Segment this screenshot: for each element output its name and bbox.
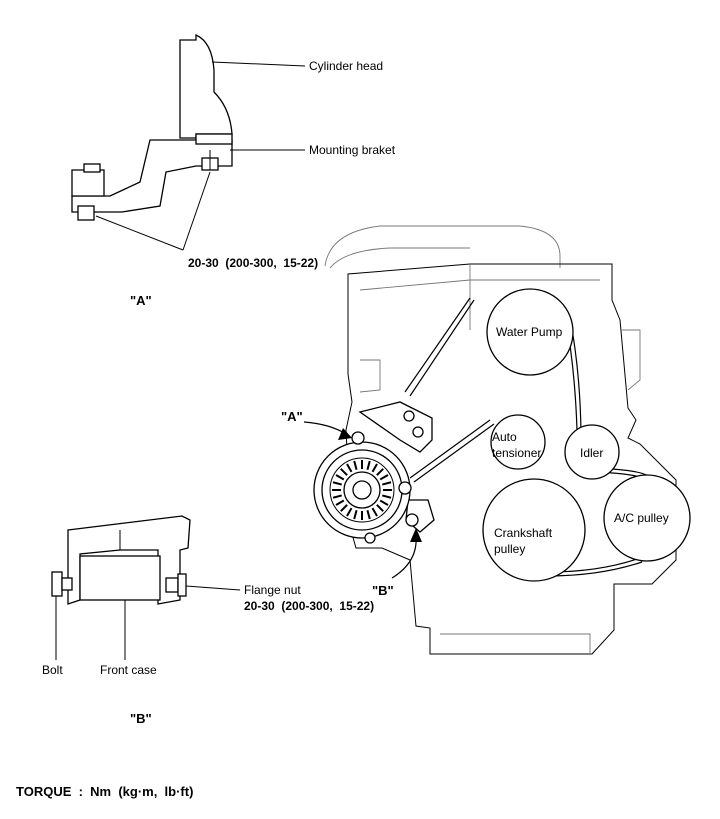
water-pump-pulley: [486, 288, 574, 376]
vent-slot: [379, 499, 389, 506]
vent-slot: [335, 474, 345, 481]
vent-slot: [371, 463, 378, 473]
vent-slot: [382, 481, 392, 486]
crankshaft-pulley: [482, 478, 586, 582]
crankshaft-pulley-label-line2: pulley: [494, 542, 525, 556]
vent-slot: [376, 504, 384, 512]
crankshaft-pulley-label-line1: Crankshaft: [494, 526, 553, 540]
vent-slot: [376, 468, 384, 476]
view-a-arrow: [303, 421, 347, 435]
view-a-title: "A": [130, 293, 152, 308]
auto-tensioner-label-line2: tensioner: [492, 446, 541, 460]
view-b-arrowhead: [410, 528, 422, 542]
vent-slot: [353, 510, 358, 520]
vent-slot: [366, 460, 371, 470]
ac-pulley: [603, 474, 691, 562]
detail-a-drawing: [71, 34, 306, 251]
torque-units-note: TORQUE : Nm (kg·m, lb·ft): [16, 784, 193, 799]
vent-slot: [371, 507, 378, 517]
vent-slot: [366, 510, 371, 520]
torque-spec-a: 20-30 (200-300, 15-22): [188, 256, 318, 270]
water-pump-label: Water Pump: [496, 325, 563, 339]
vent-slot: [346, 463, 353, 473]
idler-label: Idler: [580, 446, 603, 460]
ac-pulley-label: A/C pulley: [614, 511, 669, 525]
cylinder-head-label: Cylinder head: [309, 59, 383, 73]
detail-b-drawing: [51, 515, 241, 660]
alternator-vent-slots: [332, 460, 392, 520]
view-b-title: "B": [130, 711, 152, 726]
view-a-arrowhead: [338, 428, 352, 440]
vent-slot: [382, 494, 392, 499]
flange-nut-label: Flange nut: [244, 583, 301, 597]
drive-belt: [404, 297, 649, 577]
front-case-label: Front case: [100, 663, 157, 677]
vent-slot: [340, 468, 348, 476]
vent-slot: [379, 474, 389, 481]
bolt-label: Bolt: [42, 663, 63, 677]
torque-spec-b: 20-30 (200-300, 15-22): [244, 599, 374, 613]
auto-tensioner-pulley: [490, 414, 546, 470]
alternator: [313, 401, 435, 544]
idler-pulley: [564, 424, 620, 480]
vent-slot: [340, 504, 348, 512]
mounting-braket-label: Mounting braket: [309, 143, 396, 157]
view-a-pointer-label: "A": [281, 409, 303, 424]
vent-slot: [332, 494, 342, 499]
vent-slot: [335, 499, 345, 506]
vent-slot: [332, 481, 342, 486]
vent-slot: [353, 460, 358, 470]
vent-slot: [346, 507, 353, 517]
view-b-pointer-label: "B": [372, 583, 394, 598]
auto-tensioner-label-line1: Auto: [492, 430, 517, 444]
